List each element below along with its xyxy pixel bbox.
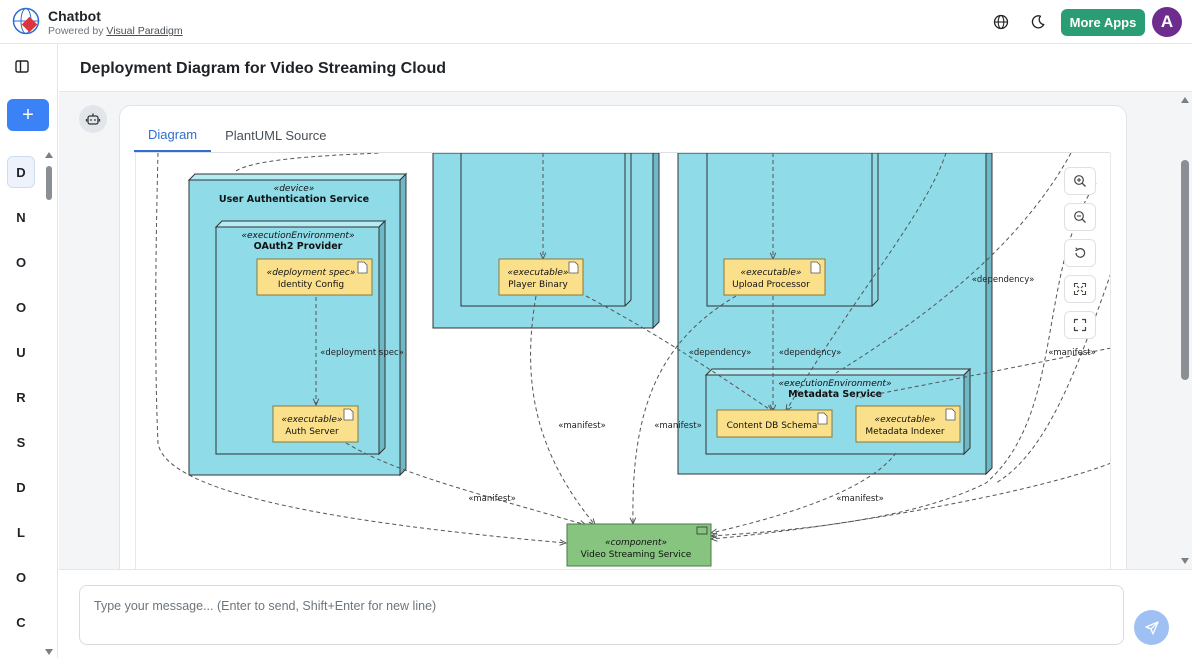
- user-auth-stereotype: «device»: [274, 184, 315, 194]
- tab-diagram[interactable]: Diagram: [134, 118, 212, 152]
- scroll-up-arrow-icon[interactable]: [45, 152, 53, 158]
- svg-text:«deployment spec»: «deployment spec»: [267, 268, 356, 278]
- svg-text:«component»: «component»: [605, 538, 667, 548]
- zoom-in-button[interactable]: [1064, 167, 1096, 195]
- fullscreen-button[interactable]: [1064, 311, 1096, 339]
- sidebar-toggle-icon[interactable]: [14, 58, 32, 76]
- fullscreen-icon: [1073, 318, 1087, 332]
- chat-item[interactable]: R: [16, 389, 26, 405]
- scroll-down-arrow-icon[interactable]: [45, 649, 53, 655]
- edge-label-dependency: «dependency»: [779, 348, 842, 358]
- chat-item[interactable]: U: [16, 344, 26, 360]
- edge-label-manifest: «manifest»: [468, 494, 516, 504]
- artifact-metadata-indexer[interactable]: «executable» Metadata Indexer: [855, 405, 961, 443]
- oauth2-name: OAuth2 Provider: [254, 241, 343, 252]
- visual-paradigm-link[interactable]: Visual Paradigm: [106, 25, 183, 37]
- artifact-upload-processor[interactable]: «executable» Upload Processor: [723, 258, 826, 296]
- sidebar-scrollbar[interactable]: [44, 152, 54, 658]
- svg-text:Auth Server: Auth Server: [285, 427, 339, 437]
- new-chat-button[interactable]: +: [7, 99, 49, 131]
- metadata-service-name: Metadata Service: [788, 389, 882, 400]
- edge-label-manifest: «manifest»: [654, 421, 702, 431]
- svg-text:Content DB Schema: Content DB Schema: [727, 421, 818, 431]
- scroll-up-arrow-icon[interactable]: [1181, 97, 1189, 103]
- tab-bar: Diagram PlantUML Source: [134, 118, 341, 152]
- scroll-down-arrow-icon[interactable]: [1181, 558, 1189, 564]
- diagram-edges: [155, 153, 1110, 543]
- left-sidebar: + D N O O U R S D L O C: [0, 44, 58, 658]
- deployment-diagram: «device» User Authentication Service «ex…: [155, 153, 1110, 567]
- edge-label-dependency: «dependency»: [972, 275, 1035, 285]
- user-auth-name: User Authentication Service: [219, 194, 369, 205]
- artifact-content-db-schema[interactable]: Content DB Schema: [716, 409, 833, 438]
- edge-label-manifest: «manifest»: [558, 421, 606, 431]
- robot-icon: [85, 113, 101, 125]
- language-button[interactable]: [990, 11, 1012, 33]
- edge-label-deployment-spec: «deployment spec»: [320, 348, 404, 358]
- top-bar: Chatbot Powered by Visual Paradigm More …: [0, 0, 1192, 44]
- artifact-identity-config[interactable]: «deployment spec» Identity Config: [256, 258, 373, 296]
- svg-text:Player Binary: Player Binary: [508, 280, 568, 290]
- fit-icon: [1073, 282, 1087, 296]
- fit-to-screen-button[interactable]: [1064, 275, 1096, 303]
- chat-item[interactable]: L: [17, 524, 25, 540]
- zoom-out-icon: [1074, 211, 1086, 223]
- edge-label-dependency: «dependency»: [689, 348, 752, 358]
- reset-zoom-button[interactable]: [1064, 239, 1096, 267]
- moon-icon: [1031, 15, 1045, 29]
- svg-text:Metadata Indexer: Metadata Indexer: [865, 427, 945, 437]
- main-scrollbar[interactable]: [1179, 92, 1192, 569]
- powered-by: Powered by Visual Paradigm: [48, 25, 183, 37]
- main-scroll-thumb[interactable]: [1181, 160, 1189, 380]
- chat-item[interactable]: C: [16, 614, 26, 630]
- bot-avatar: [79, 105, 107, 133]
- chat-area: Diagram PlantUML Source: [59, 92, 1192, 569]
- edge-label-manifest: «manifest»: [1048, 348, 1096, 358]
- message-input[interactable]: [79, 585, 1124, 645]
- chat-item[interactable]: O: [15, 254, 27, 270]
- sidebar-scroll-thumb[interactable]: [46, 166, 52, 200]
- artifact-player-binary[interactable]: «executable» Player Binary: [498, 258, 584, 296]
- metadata-service-stereotype: «executionEnvironment»: [778, 379, 891, 389]
- chat-item[interactable]: N: [16, 209, 26, 225]
- chat-item[interactable]: O: [15, 569, 27, 585]
- send-button[interactable]: [1134, 610, 1169, 645]
- reset-icon: [1075, 247, 1086, 258]
- more-apps-button[interactable]: More Apps: [1061, 9, 1145, 36]
- send-icon: [1144, 620, 1159, 635]
- app-title: Chatbot: [48, 8, 101, 24]
- chat-item[interactable]: D: [7, 156, 35, 188]
- edge-label-manifest: «manifest»: [836, 494, 884, 504]
- svg-text:Upload Processor: Upload Processor: [732, 280, 810, 290]
- svg-text:«executable»: «executable»: [282, 415, 343, 425]
- chat-item[interactable]: S: [16, 434, 26, 450]
- page-title-bar: Deployment Diagram for Video Streaming C…: [59, 44, 1192, 92]
- player-node: [432, 153, 660, 330]
- svg-text:«executable»: «executable»: [875, 415, 936, 425]
- app-logo-icon: [12, 7, 40, 35]
- user-avatar[interactable]: A: [1152, 7, 1182, 37]
- zoom-in-icon: [1074, 175, 1086, 187]
- zoom-out-button[interactable]: [1064, 203, 1096, 231]
- svg-text:«executable»: «executable»: [508, 268, 569, 278]
- page-title: Deployment Diagram for Video Streaming C…: [80, 60, 446, 77]
- diagram-viewport[interactable]: «device» User Authentication Service «ex…: [135, 153, 1111, 569]
- composer: [59, 569, 1192, 658]
- response-card: Diagram PlantUML Source: [119, 105, 1127, 569]
- artifact-auth-server[interactable]: «executable» Auth Server: [272, 405, 359, 443]
- theme-toggle-button[interactable]: [1027, 11, 1049, 33]
- svg-text:Video Streaming Service: Video Streaming Service: [581, 550, 692, 560]
- tab-plantuml-source[interactable]: PlantUML Source: [225, 127, 327, 143]
- svg-text:Identity Config: Identity Config: [278, 280, 344, 290]
- chat-item[interactable]: D: [16, 479, 26, 495]
- svg-text:«executable»: «executable»: [741, 268, 802, 278]
- chat-item[interactable]: O: [15, 299, 27, 315]
- globe-icon: [993, 14, 1009, 30]
- component-video-streaming-service[interactable]: «component» Video Streaming Service: [566, 523, 712, 567]
- oauth2-stereotype: «executionEnvironment»: [241, 231, 354, 241]
